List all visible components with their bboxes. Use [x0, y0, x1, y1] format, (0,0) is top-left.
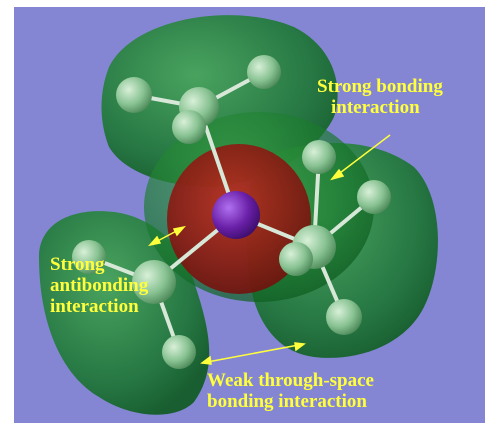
label-strong-antibonding-line2: antibonding [50, 275, 149, 296]
arrow-strong-bonding [331, 134, 391, 180]
molecular-orbital-image [14, 7, 485, 423]
label-weak-line1: Weak through-space [207, 370, 374, 391]
label-weak-through-space: Weak through-space bonding interaction [207, 370, 374, 412]
arrow-weak-through-space [201, 343, 305, 364]
label-strong-antibonding: Strong antibonding interaction [50, 254, 148, 317]
central-atom [212, 191, 260, 239]
label-strong-bonding-line2: interaction [331, 97, 420, 118]
label-strong-bonding: Strong bonding interaction [317, 76, 443, 118]
label-strong-antibonding-line1: Strong [50, 254, 105, 275]
label-strong-antibonding-line3: interaction [50, 296, 139, 317]
ligand-atoms [72, 55, 391, 369]
label-weak-line2: bonding interaction [207, 391, 367, 412]
orbital-render [14, 7, 485, 423]
label-strong-bonding-line1: Strong bonding [317, 76, 443, 97]
annotation-arrows [147, 134, 391, 365]
